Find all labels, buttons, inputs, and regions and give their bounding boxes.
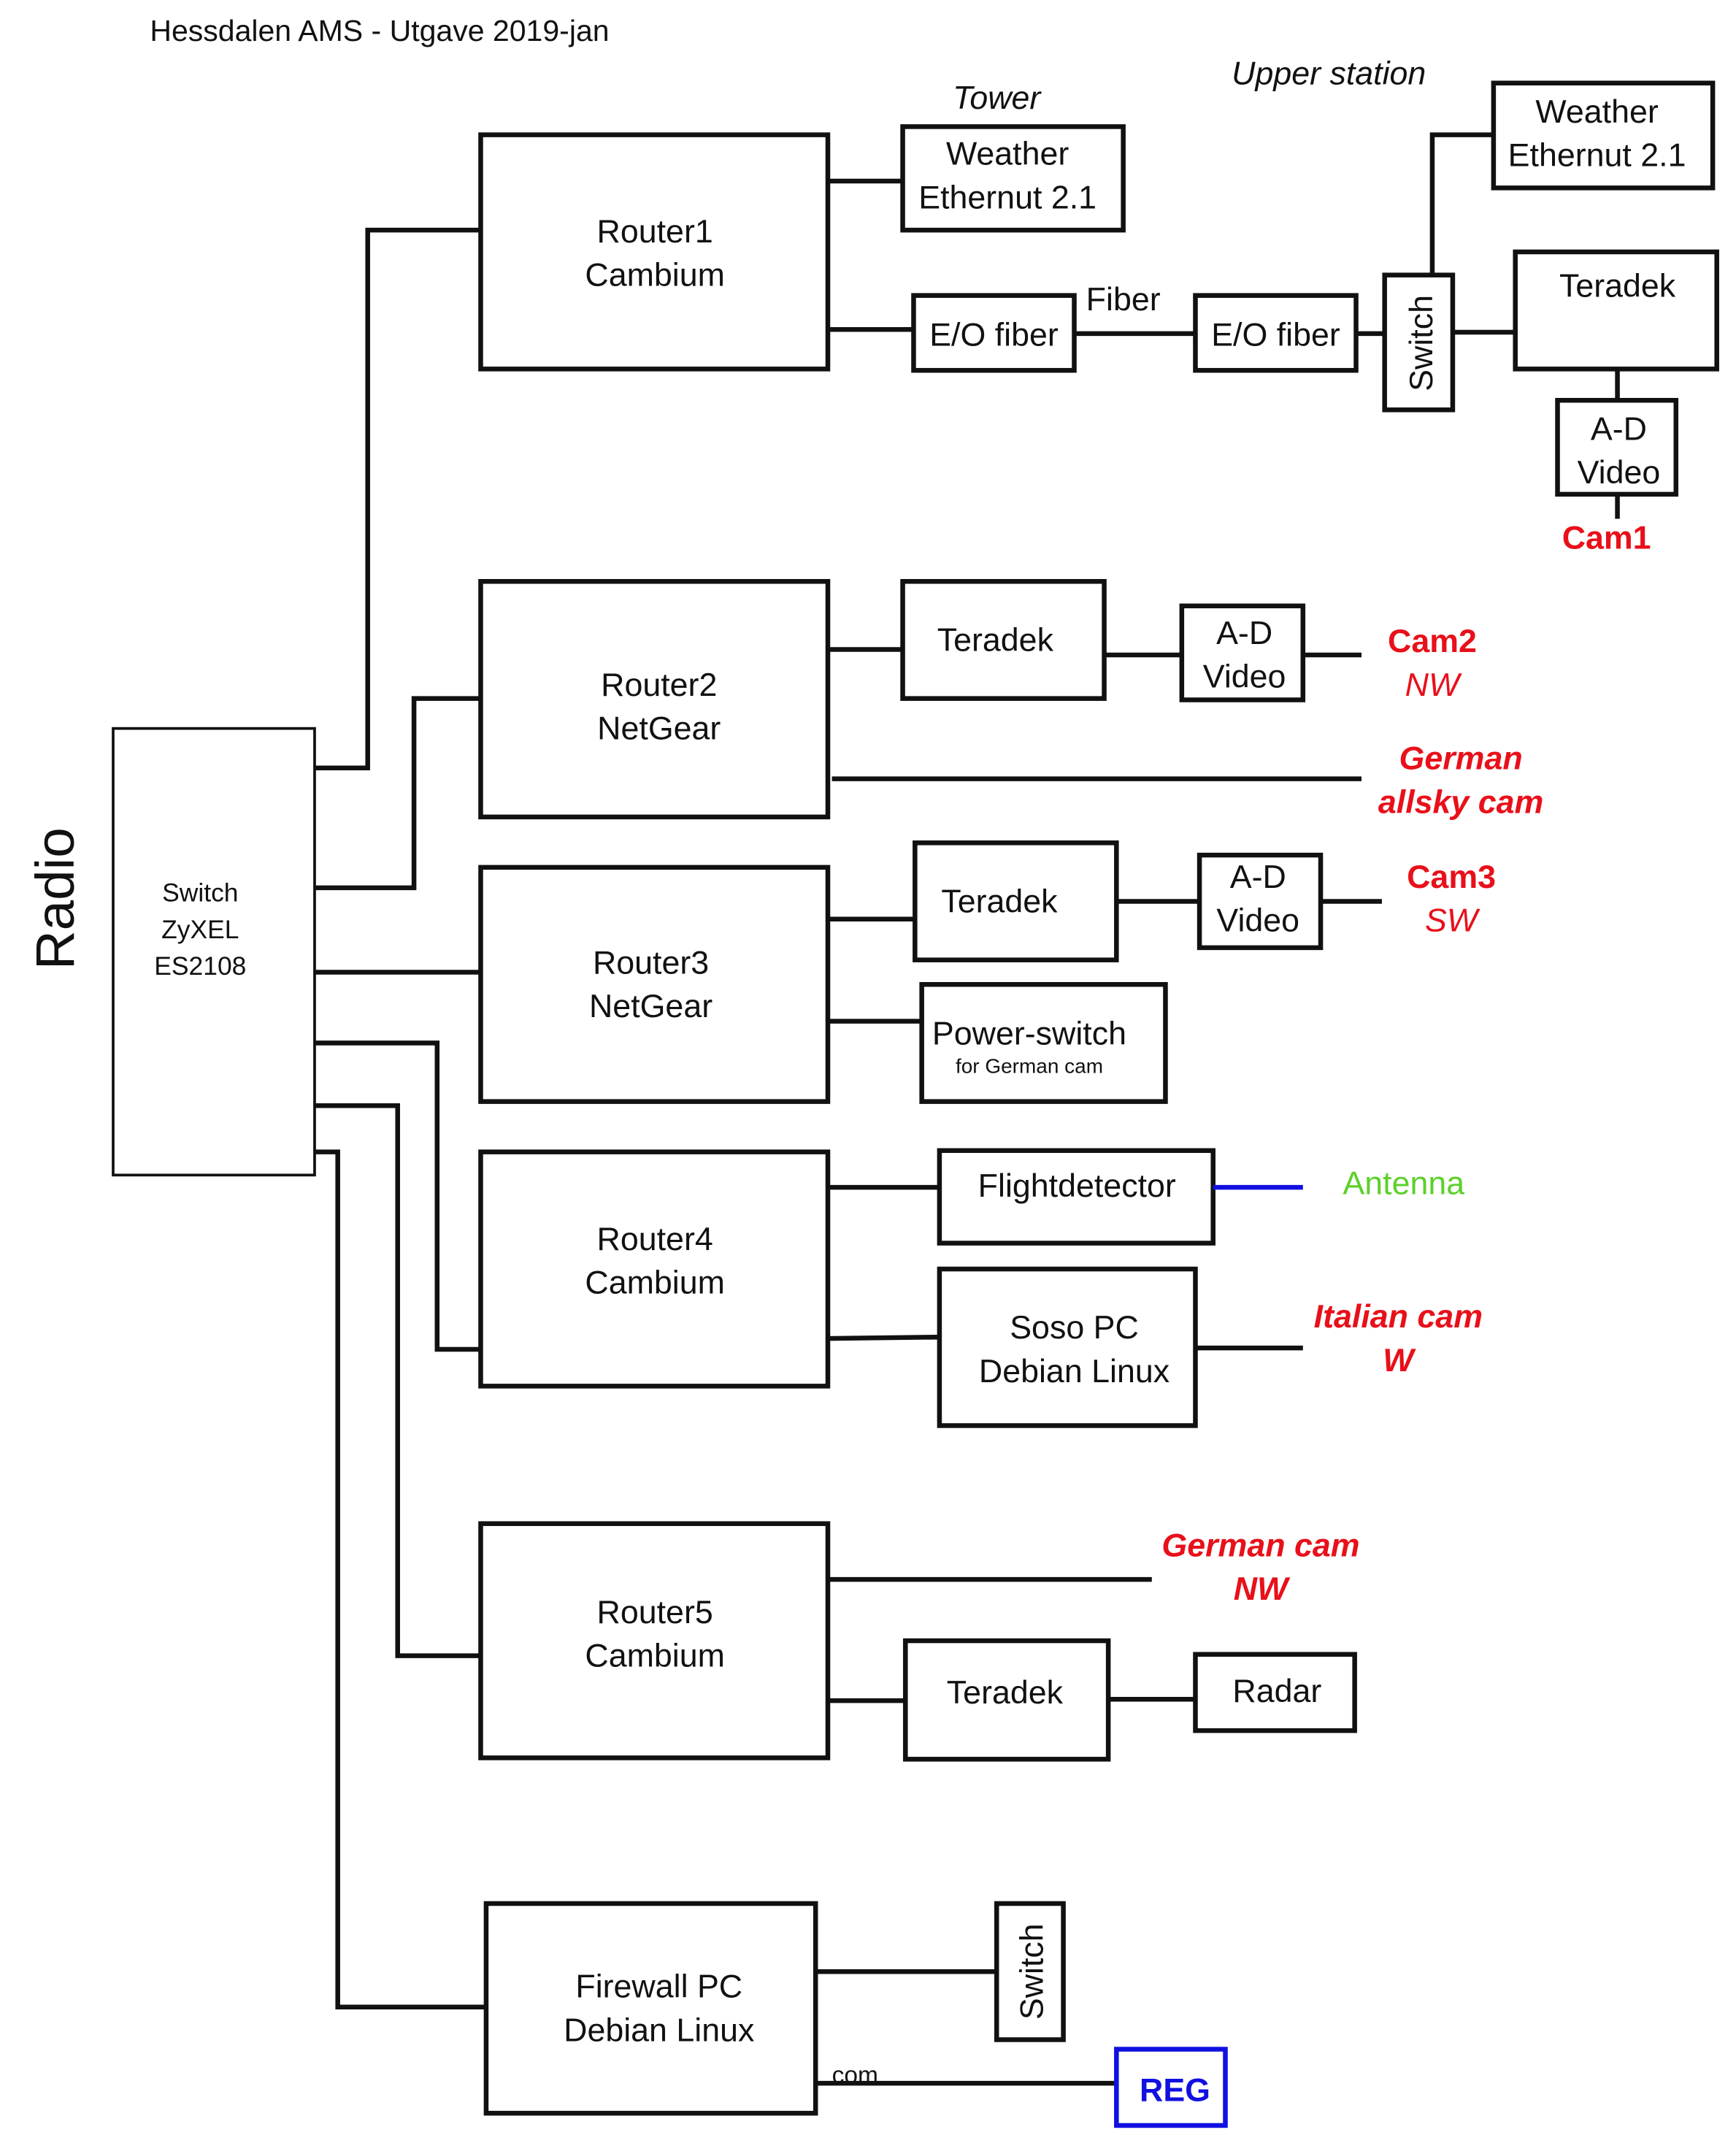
router5-box <box>478 1521 831 1760</box>
flightdetector-label: Flightdetector <box>978 1168 1176 1204</box>
reg-label: REG <box>1140 2071 1210 2108</box>
weather-tower-model: Ethernut 2.1 <box>918 179 1096 215</box>
soso-pc-box <box>937 1266 1198 1428</box>
firewall-box <box>483 1901 818 2116</box>
german-cam-nw-label: German cam <box>1161 1527 1359 1563</box>
weather-upper-box <box>1491 80 1716 191</box>
power-switch-label: Power-switch <box>932 1015 1126 1051</box>
main-switch-model: ZyXEL <box>161 915 239 944</box>
cam3-label: Cam3 <box>1407 859 1496 895</box>
router1-brand: Cambium <box>585 257 724 294</box>
upper-station-label: Upper station <box>1232 55 1426 92</box>
link-switch-router2 <box>314 696 481 891</box>
router1-name: Router1 <box>597 213 713 250</box>
ad-video-r2-label: A-D <box>1216 615 1272 651</box>
eo-fiber-2-label: E/O fiber <box>1211 317 1340 353</box>
radar-label: Radar <box>1232 1673 1321 1709</box>
router4-name: Router4 <box>597 1221 713 1257</box>
upper-switch-label: Switch <box>1403 295 1440 391</box>
weather-tower-label: Weather <box>946 136 1069 172</box>
teradek-r3-label: Teradek <box>941 883 1058 919</box>
antenna-label: Antenna <box>1343 1165 1464 1201</box>
firewall-name: Firewall PC <box>575 1969 742 2005</box>
router3-box <box>478 865 831 1104</box>
ad-video-r3-sub: Video <box>1216 902 1299 939</box>
upper-switch-box <box>1382 272 1456 413</box>
power-switch-sub: for German cam <box>956 1054 1103 1077</box>
tower-label: Tower <box>953 80 1042 116</box>
soso-pc-label: Soso PC <box>1010 1309 1139 1346</box>
weather-upper-label: Weather <box>1535 93 1658 130</box>
weather-upper-model: Ethernut 2.1 <box>1508 137 1686 174</box>
router1-box <box>478 132 831 372</box>
german-allsky-label-2: allsky cam <box>1378 783 1543 820</box>
radar-box <box>1193 1652 1357 1733</box>
eo-fiber-1-label: E/O fiber <box>929 317 1059 353</box>
teradek-upper-box <box>1513 249 1719 372</box>
main-switch-box <box>112 727 316 1177</box>
ad-video-r2-sub: Video <box>1203 659 1286 695</box>
router5-name: Router5 <box>597 1594 713 1630</box>
teradek-upper-label: Teradek <box>1559 268 1676 304</box>
ad-video-r3-label: A-D <box>1230 859 1286 895</box>
link-router4-soso <box>827 1334 940 1341</box>
main-switch-model-number: ES2108 <box>154 951 246 981</box>
soso-pc-os: Debian Linux <box>979 1353 1170 1390</box>
router2-name: Router2 <box>601 667 717 703</box>
router4-brand: Cambium <box>585 1265 724 1301</box>
cam2-direction: NW <box>1405 667 1462 703</box>
router4-box <box>478 1149 831 1389</box>
router3-brand: NetGear <box>589 988 713 1024</box>
ad-video-upper-label: A-D <box>1591 410 1647 447</box>
router2-brand: NetGear <box>597 710 721 747</box>
link-switch-router5 <box>314 1103 481 1658</box>
ad-video-r2-box <box>1179 603 1306 702</box>
teradek-r3-box <box>913 840 1119 962</box>
teradek-r2-label: Teradek <box>937 621 1054 658</box>
ad-video-r3-box <box>1197 852 1324 951</box>
ad-video-upper-sub: Video <box>1578 454 1661 491</box>
cam2-label: Cam2 <box>1388 623 1477 659</box>
german-cam-nw-direction: NW <box>1234 1571 1291 1607</box>
weather-tower-box <box>900 124 1126 233</box>
fiber-label: Fiber <box>1086 281 1161 318</box>
german-allsky-label: German <box>1399 740 1523 777</box>
teradek-r2-box <box>900 579 1107 701</box>
teradek-r5-box <box>903 1638 1111 1762</box>
link-switch-weather-upper <box>1429 132 1494 275</box>
link-switch-firewall <box>314 1149 486 2009</box>
cam3-direction: SW <box>1425 902 1480 939</box>
firewall-switch-label: Switch <box>1014 1923 1051 2020</box>
cam1-label: Cam1 <box>1562 520 1651 556</box>
router2-box <box>478 579 831 820</box>
link-switch-router1 <box>314 227 481 771</box>
firewall-os: Debian Linux <box>564 2012 754 2048</box>
power-switch-box <box>919 981 1168 1104</box>
router5-brand: Cambium <box>585 1638 724 1674</box>
italian-cam-direction: W <box>1383 1342 1416 1379</box>
teradek-r5-label: Teradek <box>947 1674 1064 1711</box>
ad-video-upper-box <box>1555 397 1679 497</box>
flightdetector-box <box>937 1148 1215 1246</box>
router3-name: Router3 <box>593 944 709 981</box>
diagram-title: Hessdalen AMS - Utgave 2019-jan <box>150 14 609 47</box>
reg-box <box>1114 2047 1228 2128</box>
link-switch-router4 <box>314 1040 481 1352</box>
firewall-switch-box <box>994 1901 1066 2042</box>
italian-cam-label: Italian cam <box>1314 1298 1483 1335</box>
radio-label: Radio <box>24 827 85 970</box>
main-switch-label: Switch <box>162 878 238 907</box>
